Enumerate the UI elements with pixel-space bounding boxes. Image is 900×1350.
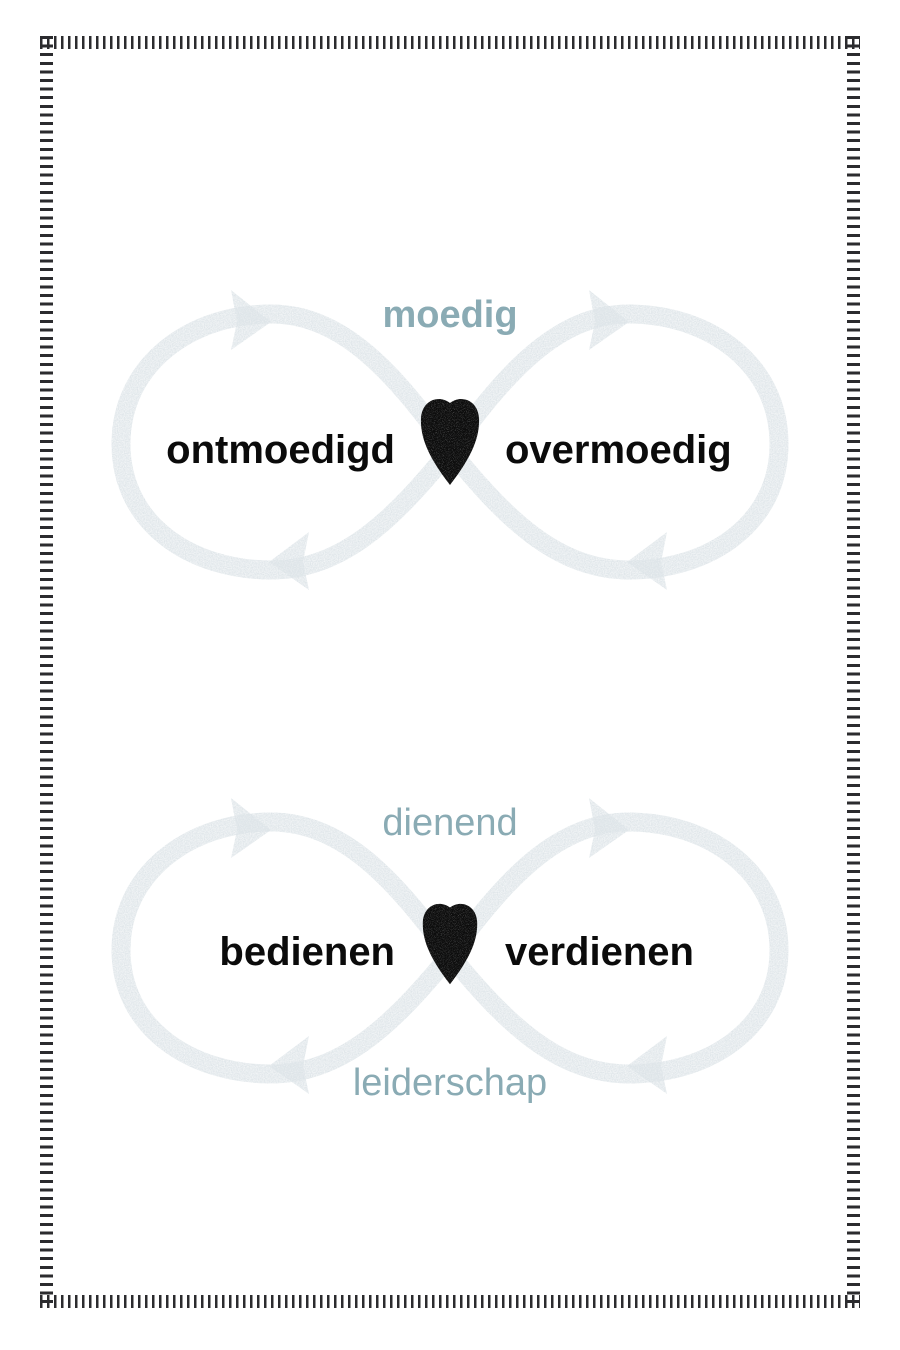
- diagram-dienend: dienend bedienen verdienen leiderschap: [0, 790, 900, 1130]
- loop-left-path: [111, 304, 462, 580]
- arrow-bottom-right-icon: [627, 1036, 667, 1094]
- pole-label-left-bedienen: bedienen: [219, 930, 395, 974]
- arrow-bottom-left-icon: [269, 532, 309, 590]
- pole-label-left-ontmoedigd: ontmoedigd: [166, 428, 395, 472]
- diagram-moedig: moedig ontmoedigd overmoedig: [0, 278, 900, 598]
- heart-icon: [420, 399, 480, 485]
- loop-left-path: [111, 812, 463, 1084]
- arrow-top-left-icon: [231, 798, 271, 858]
- arrow-top-right-icon: [589, 798, 629, 858]
- loop-right-path: [437, 812, 789, 1084]
- infinity-loop-dienend: [111, 798, 789, 1094]
- loop-right-path: [438, 304, 789, 580]
- heart-icon: [422, 903, 478, 985]
- caption-bottom-leiderschap: leiderschap: [352, 1062, 548, 1104]
- pole-label-right-verdienen: verdienen: [505, 930, 694, 974]
- arrow-bottom-left-icon: [269, 1036, 309, 1094]
- caption-top-dienend: dienend: [382, 802, 518, 844]
- frame-edge-top: [40, 36, 860, 49]
- arrow-top-left-icon: [231, 290, 271, 350]
- caption-top-moedig: moedig: [382, 294, 518, 336]
- frame-edge-bottom: [40, 1295, 860, 1308]
- pole-label-right-overmoedig: overmoedig: [505, 428, 732, 472]
- arrow-top-right-icon: [589, 290, 629, 350]
- arrow-bottom-right-icon: [627, 532, 667, 590]
- infinity-loop-moedig: [111, 290, 789, 590]
